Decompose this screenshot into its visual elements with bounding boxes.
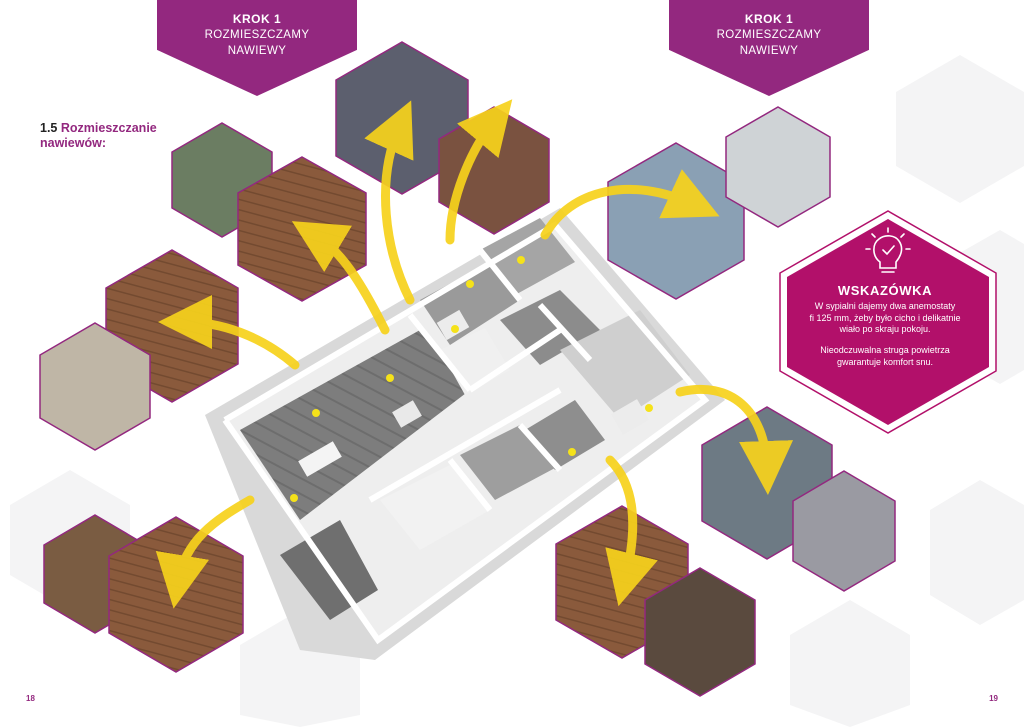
banner-title: KROK 1 [744,12,794,26]
page-number-right: 19 [989,694,998,703]
kids-room-topview-hexagon [607,142,745,300]
tip-line: gwarantuje komfort snu. [836,356,934,367]
page-number-left: 18 [26,694,35,703]
arrow-study [605,455,658,607]
section-title-part2: nawiewów: [40,136,106,150]
tip-line: Nieodczuwalna struga powietrza [820,345,950,355]
section-title-part1: Rozmieszczanie [60,121,157,135]
vent-markers [290,256,653,502]
arrow-kids [540,169,720,240]
vent-marker [568,448,576,456]
arrow-bedroom-2 [445,99,513,245]
vent-marker [517,256,525,264]
tip-title: WSKAZÓWKA [837,283,933,298]
arrow-kitchen [155,495,255,609]
airflow-arrows [155,99,794,609]
banner-line: ROZMIESZCZAMY [716,29,822,41]
tip-hexagon [779,210,997,434]
vent-marker [312,409,320,417]
vent-marker [645,404,653,412]
arrow-dining [158,295,300,370]
banner-line: NAWIEWY [227,45,287,57]
vent-marker [290,494,298,502]
lightbulb-icon [865,227,911,273]
arrow-bedroom-1 [364,100,415,305]
banner-title: KROK 1 [232,12,282,26]
arrow-living [291,221,390,335]
kids-room-render-hexagon [725,106,831,228]
vent-marker [451,325,459,333]
tip-paragraph-1: W sypialni dajemy dwa anemostaty fi 125 … [795,301,975,336]
vent-marker [466,280,474,288]
banner-line: NAWIEWY [739,45,799,57]
vent-marker [386,374,394,382]
arrow-office [675,384,794,495]
tip-line: fi 125 mm, żeby było cicho i delikatnie [809,312,961,323]
tip-line: wiało po skraju pokoju. [839,324,931,334]
office-render-hexagon [792,470,896,592]
section-heading: 1.5 Rozmieszczanie nawiewów: [40,121,190,151]
dining-room-render-hexagon [39,322,151,451]
house-floor-plan [205,208,725,660]
tip-paragraph-2: Nieodczuwalna struga powietrza gwarantuj… [795,345,975,368]
banner-line: ROZMIESZCZAMY [204,29,310,41]
tip-line: W sypialni dajemy dwa anemostaty [814,301,956,311]
section-number: 1.5 [40,121,58,135]
